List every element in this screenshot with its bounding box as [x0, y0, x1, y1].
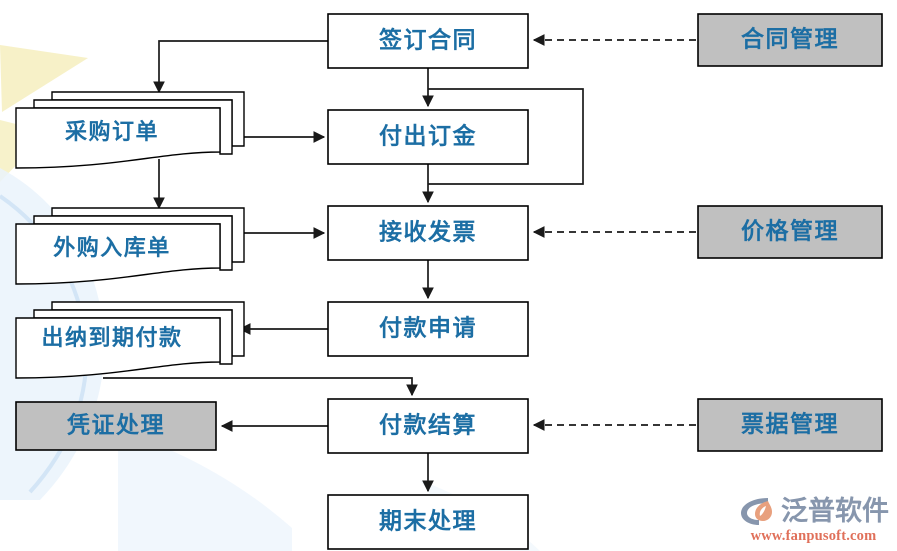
conn-sign-contract-to-purchase-order	[153, 40, 328, 94]
node-cashier-due-pay[interactable]: 出纳到期付款	[15, 301, 245, 379]
node-price-mgmt[interactable]: 价格管理	[697, 205, 883, 259]
node-payment-request[interactable]: 付款申请	[327, 301, 529, 357]
connections-layer	[103, 34, 696, 493]
node-label-stock-in: 外购入库单	[53, 235, 171, 260]
conn-cashier-due-pay-to-payment-settlement	[103, 377, 418, 397]
node-receive-invoice[interactable]: 接收发票	[327, 205, 529, 261]
node-label-voucher-process: 凭证处理	[66, 412, 165, 437]
node-label-period-end: 期末处理	[379, 508, 477, 533]
node-label-bill-mgmt: 票据管理	[741, 410, 839, 436]
price-mgmt-box	[697, 205, 883, 259]
node-label-price-mgmt: 价格管理	[741, 217, 839, 243]
pay-deposit-box	[327, 109, 529, 165]
sign-contract-box	[327, 13, 529, 69]
node-label-sign-contract: 签订合同	[378, 26, 477, 52]
node-label-payment-request: 付款申请	[379, 314, 477, 340]
node-label-pay-deposit: 付出订金	[379, 122, 477, 148]
node-label-contract-mgmt: 合同管理	[741, 25, 839, 51]
conn-sign-contract-bracket-bypass	[428, 88, 584, 185]
node-contract-mgmt[interactable]: 合同管理	[697, 13, 883, 67]
node-pay-deposit[interactable]: 付出订金	[327, 109, 529, 165]
payment-settlement-box	[327, 398, 529, 454]
doc-front-layer	[15, 317, 221, 379]
node-label-cashier-due-pay: 出纳到期付款	[41, 325, 182, 350]
node-purchase-order[interactable]: 采购订单	[15, 91, 245, 169]
doc-front-layer	[15, 107, 221, 169]
node-label-purchase-order: 采购订单	[65, 119, 159, 144]
receive-invoice-box	[327, 205, 529, 261]
node-payment-settlement[interactable]: 付款结算	[327, 398, 529, 454]
payment-request-box	[327, 301, 529, 357]
contract-mgmt-box	[697, 13, 883, 67]
node-voucher-process[interactable]: 凭证处理	[15, 401, 217, 451]
voucher-process-box	[15, 401, 217, 451]
doc-front-layer	[15, 223, 221, 285]
node-label-receive-invoice: 接收发票	[379, 218, 477, 244]
node-period-end[interactable]: 期末处理	[327, 494, 529, 550]
node-sign-contract[interactable]: 签订合同	[327, 13, 529, 69]
node-bill-mgmt[interactable]: 票据管理	[697, 398, 883, 452]
node-label-payment-settlement: 付款结算	[379, 411, 477, 437]
node-stock-in[interactable]: 外购入库单	[15, 207, 245, 285]
period-end-box	[327, 494, 529, 550]
bill-mgmt-box	[697, 398, 883, 452]
